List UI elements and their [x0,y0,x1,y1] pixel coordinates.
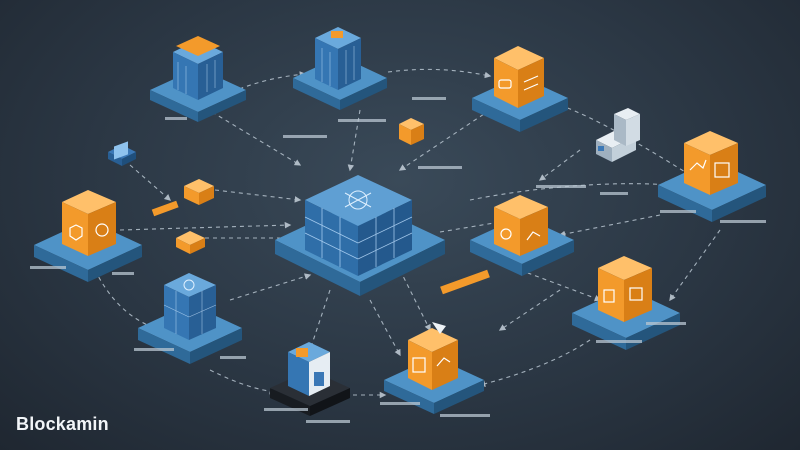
connector [229,273,312,301]
block-right-lower [572,256,680,350]
connector [538,149,581,181]
block-top-right [472,46,568,132]
chart-icon [412,357,451,373]
floating-block-left-1 [184,179,214,205]
connector [308,289,331,352]
central-hub [275,175,445,296]
server-bottom-left [138,273,242,364]
network-icon [344,190,372,210]
wallet-icon [296,348,324,386]
phone-icon [114,141,128,160]
connector [129,164,171,201]
connector [211,111,302,166]
server-bottom-dark [270,342,350,416]
connector [439,219,502,233]
connector [478,339,591,387]
server-icon [598,146,604,151]
connector [94,269,162,332]
orange-cap [176,36,220,56]
connector [214,189,302,203]
floating-block-left-2 [176,231,205,254]
grid-icon [183,279,195,291]
connector [369,299,401,357]
token-bar-left [151,200,179,217]
phone-tile [108,141,136,166]
connector-lines [94,68,721,399]
node-label-glyphs [30,97,766,423]
connector [498,289,561,331]
connector [558,214,661,238]
block-far-right [658,131,766,222]
connector [398,109,491,171]
connector [119,221,292,231]
block-bottom-center [384,322,484,414]
block-right-center [470,195,574,276]
flag-icon [432,322,446,334]
brand-watermark: Blockamin [16,414,109,434]
server-top-center [293,27,387,110]
datacenter-right [596,108,640,162]
chart-icon [689,159,730,178]
chart-icon [603,287,643,303]
chip-icon [331,31,343,38]
chart-icon [500,228,541,241]
connector [399,269,431,332]
connector [209,369,277,395]
connector [387,68,492,79]
connector [669,229,721,302]
token-bar-right [440,269,490,295]
shield-icon [69,223,109,241]
server-top-left [150,36,246,122]
connector [519,269,602,302]
link-icon [498,75,539,91]
floating-block-top [399,118,424,145]
block-left [34,190,142,282]
